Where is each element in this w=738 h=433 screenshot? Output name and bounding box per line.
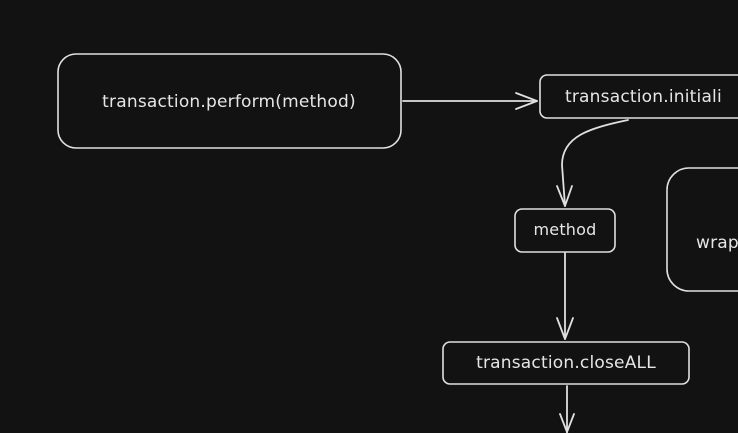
arrowhead-icon xyxy=(556,317,574,340)
node-initialize-box xyxy=(539,74,738,119)
node-wrapper[interactable]: wrap xyxy=(666,167,738,292)
node-method[interactable]: method xyxy=(514,208,616,253)
node-initialize-label: transaction.initiali xyxy=(565,87,722,107)
edge-close-all-to-offscreen xyxy=(559,385,575,433)
node-initialize[interactable]: transaction.initiali xyxy=(539,74,738,119)
edge-method-to-close-all xyxy=(556,252,574,340)
edge-perform-to-initialize xyxy=(402,92,538,110)
node-perform[interactable]: transaction.perform(method) xyxy=(57,53,402,149)
arrowhead-icon xyxy=(556,185,573,207)
arrowhead-icon xyxy=(559,413,575,433)
node-wrapper-box xyxy=(666,167,738,292)
node-close-all-label: transaction.closeALL xyxy=(476,353,656,373)
node-close-all[interactable]: transaction.closeALL xyxy=(442,341,690,385)
node-wrapper-label: wrap xyxy=(696,233,738,253)
edge-initialize-to-method xyxy=(556,119,629,207)
edge-curve xyxy=(561,119,629,207)
node-method-label: method xyxy=(534,220,597,239)
node-perform-label: transaction.perform(method) xyxy=(102,92,356,112)
node-method-box xyxy=(514,208,616,253)
node-perform-box xyxy=(57,53,402,149)
node-close-all-box xyxy=(442,341,690,385)
arrowhead-icon xyxy=(515,92,538,110)
